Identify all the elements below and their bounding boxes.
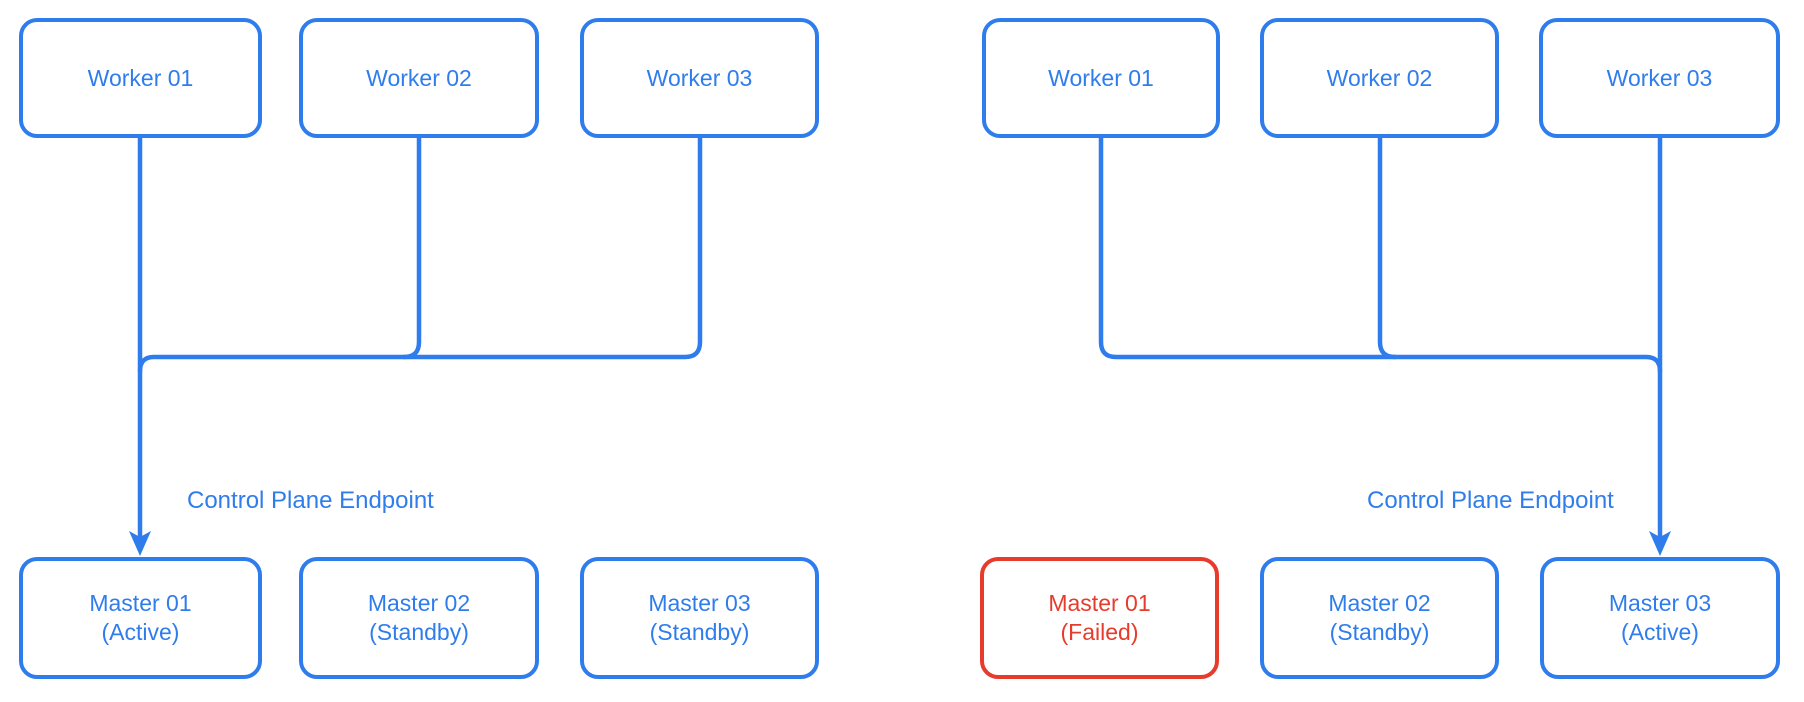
master-status: (Active) [1621, 619, 1699, 645]
master-status: (Standby) [369, 619, 469, 645]
control-plane-endpoint-label-normal: Control Plane Endpoint [187, 487, 434, 514]
master-status: (Failed) [1060, 619, 1139, 645]
worker-label: Worker 01 [1048, 64, 1154, 91]
worker-label: Worker 03 [646, 64, 753, 91]
master-label: Master 02 [367, 590, 471, 616]
master-03-box-failover: Master 03 (Active) [1540, 557, 1780, 679]
master-label: Master 01 [89, 590, 192, 616]
master-02-box-failover: Master 02 (Standby) [1260, 557, 1499, 679]
master-label: Master 03 [648, 590, 751, 616]
master-03-box-normal: Master 03 (Standby) [580, 557, 819, 679]
connector-worker01-bus-right [1098, 135, 1663, 374]
master-status: (Active) [101, 619, 180, 645]
master-02-box-normal: Master 02 (Standby) [299, 557, 539, 679]
worker-03-box-failover: Worker 03 [1539, 18, 1780, 138]
worker-02-box-normal: Worker 02 [299, 18, 539, 138]
arrow-down-head-right [1649, 531, 1671, 556]
worker-03-box-normal: Worker 03 [580, 18, 819, 138]
worker-01-box-normal: Worker 01 [19, 18, 262, 138]
worker-01-box-failover: Worker 01 [982, 18, 1220, 138]
master-01-box-normal: Master 01 (Active) [19, 557, 262, 679]
master-status: (Standby) [649, 619, 750, 645]
connector-worker02-bus-left [401, 135, 422, 360]
worker-label: Worker 02 [366, 64, 472, 91]
worker-label: Worker 01 [87, 64, 194, 91]
master-label: Master 01 [1048, 590, 1151, 616]
worker-label: Worker 02 [1326, 64, 1433, 91]
master-label: Master 02 [1328, 590, 1431, 616]
connector-worker03-bus-left [137, 135, 703, 374]
master-label: Master 03 [1608, 590, 1712, 616]
arrow-down-head-left [129, 531, 151, 556]
connector-worker02-bus-right [1377, 135, 1398, 360]
master-01-box-failover: Master 01 (Failed) [980, 557, 1219, 679]
master-status: (Standby) [1329, 619, 1430, 645]
worker-02-box-failover: Worker 02 [1260, 18, 1499, 138]
control-plane-endpoint-label-failover: Control Plane Endpoint [1367, 487, 1614, 514]
worker-label: Worker 03 [1606, 64, 1713, 91]
